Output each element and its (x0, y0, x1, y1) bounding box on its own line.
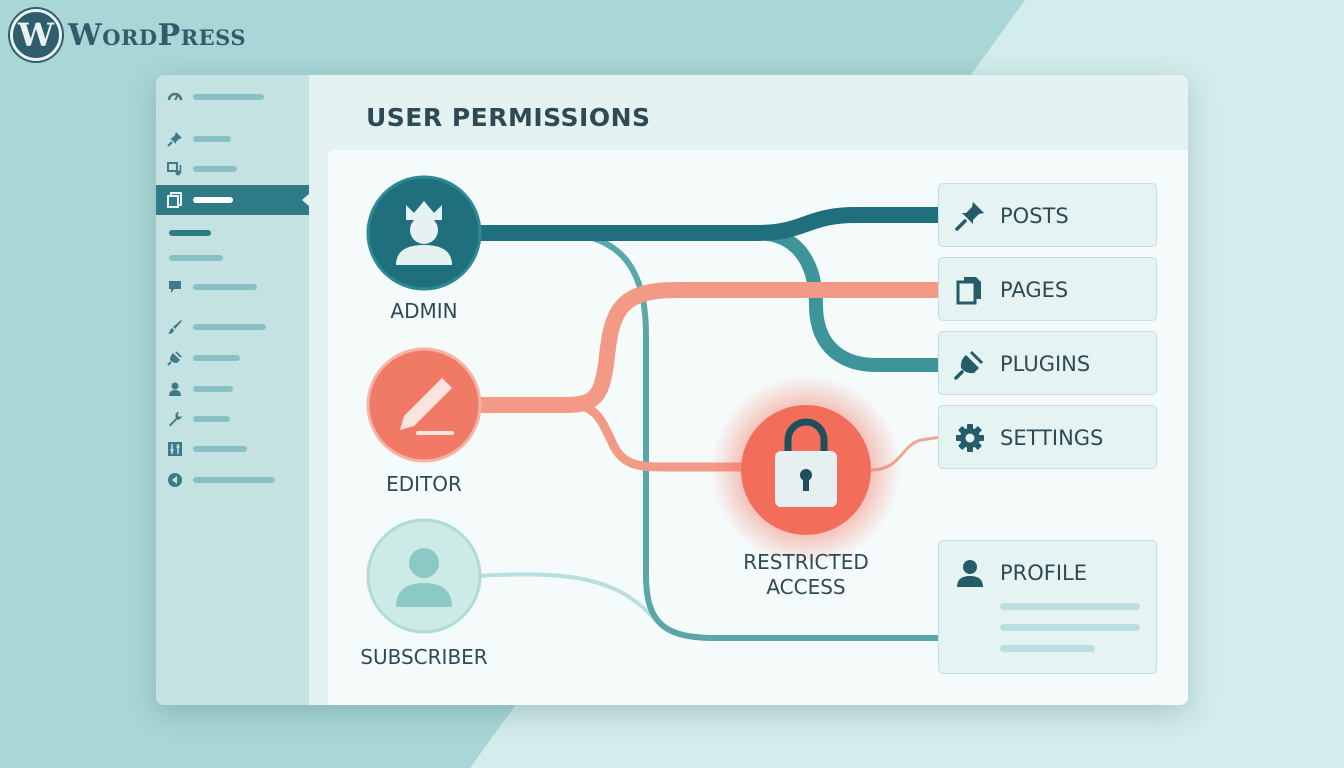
lock-icon (784, 418, 828, 453)
permission-card-plugins[interactable]: PLUGINS (938, 331, 1157, 395)
permission-card-profile[interactable]: PROFILE (938, 540, 1157, 674)
brush-icon (167, 319, 183, 335)
permission-label-pages: PAGES (1000, 278, 1069, 302)
collapse-icon (167, 472, 183, 488)
pin-icon (167, 131, 183, 147)
user-icon (409, 548, 439, 578)
subscriber-role-label: SUBSCRIBER (360, 645, 488, 669)
sidebar-item-users[interactable] (156, 377, 309, 401)
wrench-icon (167, 411, 183, 427)
media-icon (167, 161, 183, 177)
crown-icon (406, 201, 442, 220)
editor-role-node[interactable] (366, 347, 482, 463)
pages-icon (167, 192, 183, 208)
subscriber-role-node[interactable] (366, 518, 482, 634)
permission-card-pages[interactable]: PAGES (938, 257, 1157, 321)
admin-posts-flow-line (476, 207, 941, 241)
restricted-access-node[interactable] (711, 375, 901, 565)
pages-icon (954, 274, 986, 306)
dashboard-icon (167, 89, 183, 105)
restricted-access-label: RESTRICTED ACCESS (726, 550, 886, 600)
admin-plugins-flow-line (755, 226, 941, 372)
active-indicator (302, 193, 310, 207)
sliders-icon (167, 441, 183, 457)
editor-restricted-flow-line (570, 400, 746, 472)
sidebar-item-pages[interactable] (156, 185, 310, 215)
wordpress-logo: W WordPress (10, 9, 246, 61)
admin-window: USER PERMISSIONS (156, 75, 1188, 705)
gear-icon (954, 422, 986, 454)
sidebar-item-posts[interactable] (156, 127, 309, 151)
permission-card-posts[interactable]: POSTS (938, 183, 1157, 247)
user-icon (167, 381, 183, 397)
permission-flow-diagram (366, 175, 942, 641)
plug-icon (167, 350, 183, 366)
sidebar-item-appearance[interactable] (156, 315, 309, 339)
restricted-line1: RESTRICTED (743, 550, 869, 574)
editor-role-label: EDITOR (386, 472, 462, 496)
sidebar-item-dashboard[interactable] (156, 85, 309, 109)
admin-role-label: ADMIN (390, 299, 458, 323)
restricted-line2: ACCESS (766, 575, 846, 599)
sidebar-item-plugins[interactable] (156, 346, 309, 370)
permission-label-posts: POSTS (1000, 204, 1069, 228)
permission-label-plugins: PLUGINS (1000, 352, 1091, 376)
user-icon (954, 557, 986, 589)
sidebar-item-comments[interactable] (156, 275, 309, 299)
sidebar-item-settings[interactable] (156, 437, 309, 461)
admin-role-node[interactable] (366, 175, 482, 291)
permission-card-settings[interactable]: SETTINGS (938, 405, 1157, 469)
sidebar-item-collapse[interactable] (156, 468, 309, 492)
sidebar-subitem-1[interactable] (156, 221, 309, 245)
sidebar-subitem-2[interactable] (156, 246, 309, 270)
sidebar-item-tools[interactable] (156, 407, 309, 431)
comment-icon (167, 279, 183, 295)
plug-icon (954, 348, 986, 380)
pin-icon (954, 200, 986, 232)
pencil-icon (400, 378, 452, 430)
wordpress-wordmark: WordPress (68, 17, 247, 53)
sidebar-item-media[interactable] (156, 157, 309, 181)
permission-label-profile: PROFILE (1000, 561, 1088, 585)
page-title: USER PERMISSIONS (366, 103, 651, 132)
wordpress-mark-icon: W (10, 9, 62, 61)
editor-pages-flow-line (476, 282, 941, 413)
admin-sidebar (156, 75, 310, 705)
permission-label-settings: SETTINGS (1000, 426, 1104, 450)
